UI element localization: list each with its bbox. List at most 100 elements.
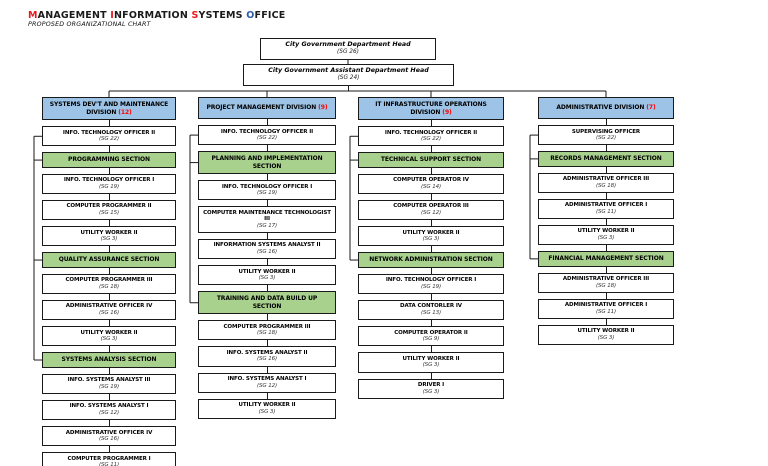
salary-grade: (SG 16) [98,436,120,443]
position-label: SUPERVISING OFFICER [571,128,641,135]
position-box: UTILITY WORKER II(SG 3) [538,218,674,246]
salary-grade: (SG 15) [98,210,120,217]
position-box: UTILITY WORKER II (SG 3) [358,346,504,373]
position-label: INFO. TECHNOLOGY OFFICER II [384,129,478,136]
position-label: COMPUTER OPERATOR IV [393,177,469,184]
assistant-department-head-sg: (SG 24) [337,74,360,81]
salary-grade: (SG 19) [98,383,120,390]
division-headcount: (7) [646,104,656,112]
salary-grade: (SG 18) [256,330,278,337]
section-header-box: PLANNING AND IMPLEMENTATION SECTION [198,145,336,174]
section-header-box: QUALITY ASSURANCE SECTION [42,246,176,268]
division-column: PROJECT MANAGEMENT DIVISION (9) INFO. TEC… [198,97,336,419]
position-box: COMPUTER PROGRAMMER II (SG 15) [42,193,176,221]
title-segment: FFICE [254,10,286,21]
position-box: UTILITY WORKER II (SG 3) [42,320,176,347]
position-label: COMPUTER OPERATOR III [393,203,469,210]
position-label: UTILITY WORKER II [577,228,635,235]
department-head-label: City Government Department Head [285,41,411,48]
position-box: INFO. SYSTEMS ANALYST I(SG 12) [198,366,336,393]
salary-grade: (SG 22) [256,135,278,142]
division-label: PROJECT MANAGEMENT DIVISION (9) [206,104,328,112]
section-label: TECHNICAL SUPPORT SECTION [380,156,482,164]
position-box: ADMINISTRATIVE OFFICER IV(SG 16) [42,293,176,321]
position-box: ADMINISTRATIVE OFFICER III(SG 18) [538,166,674,193]
salary-grade: (SG 3) [422,388,440,395]
position-label: ADMINISTRATIVE OFFICER IV [65,429,153,436]
salary-grade: (SG 12) [420,210,442,217]
division-headcount: (9) [442,108,452,116]
position-label: DRIVER I [417,382,445,388]
position-label: COMPUTER PROGRAMMER II [66,203,152,210]
page-title: MANAGEMENT INFORMATION SYSTEMS OFFICE [28,10,286,21]
division-headcount: (12) [118,108,132,116]
section-label: NETWORK ADMINISTRATION SECTION [369,256,493,264]
position-label: ADMINISTRATIVE OFFICER I [564,302,648,309]
salary-grade: (SG 14) [420,183,442,190]
position-box: ADMINISTRATIVE OFFICER III(SG 18) [538,266,674,293]
position-box: UTILITY WORKER II (SG 3) [358,220,504,247]
division-column: IT INFRASTRUCTURE OPERATIONS DIVISION (9… [358,97,504,399]
position-box: INFO. TECHNOLOGY OFFICER II (SG 22) [42,120,176,147]
position-label: DATA CONTORLER IV [400,303,462,310]
position-box: INFO. TECHNOLOGY OFFICER II (SG 22) [358,120,504,147]
position-box: COMPUTER OPERATOR IV (SG 14) [358,167,504,194]
section-header-box: PROGRAMMING SECTION [42,146,176,168]
salary-grade: (SG 3) [422,362,440,369]
position-label: UTILITY WORKER II [238,402,296,409]
section-header-box: TRAINING AND DATA BUILD UP SECTION [198,285,336,315]
division-column: SYSTEMS DEV'T AND MAINTENANCE DIVISION (… [42,97,176,466]
position-label: UTILITY WORKER II [238,268,296,275]
division-label: ADMINISTRATIVE DIVISION (7) [556,104,656,112]
salary-grade: (SG 19) [98,183,120,190]
salary-grade: (SG 17) [256,222,278,229]
title-segment: I [110,10,115,21]
salary-grade: (SG 3) [258,275,276,282]
position-box: ADMINISTRATIVE OFFICER I(SG 11) [538,292,674,319]
title-segment: YSTEMS [198,10,247,21]
salary-grade: (SG 19) [420,283,442,290]
salary-grade: (SG 16) [98,310,120,317]
salary-grade: (SG 22) [98,136,120,143]
division-label: IT INFRASTRUCTURE OPERATIONS DIVISION (9… [375,101,487,116]
position-label: INFO. TECHNOLOGY OFFICER I [63,177,155,184]
section-label: PROGRAMMING SECTION [68,156,150,164]
position-box: ADMINISTRATIVE OFFICER I(SG 11) [538,192,674,219]
division-label: SYSTEMS DEV'T AND MAINTENANCE DIVISION (… [49,101,169,116]
position-label: INFO. TECHNOLOGY OFFICER I [221,183,313,190]
position-box: INFO. SYSTEMS ANALYST I (SG 12) [42,393,176,421]
section-label: PLANNING AND IMPLEMENTATION SECTION [211,155,323,170]
section-label: TRAINING AND DATA BUILD UP SECTION [216,295,318,310]
salary-grade: (SG 18) [98,283,120,290]
section-label: FINANCIAL MANAGEMENT SECTION [548,255,664,263]
position-box: UTILITY WORKER II (SG 3) [198,392,336,419]
section-header-box: TECHNICAL SUPPORT SECTION [358,146,504,168]
section-label: SYSTEMS ANALYSIS SECTION [61,356,157,364]
position-box: COMPUTER OPERATOR III (SG 12) [358,193,504,221]
position-label: COMPUTER PROGRAMMER I [67,455,151,462]
position-box: INFO. SYSTEMS ANALYST III (SG 19) [42,367,176,394]
position-label: INFO. TECHNOLOGY OFFICER II [62,129,156,136]
position-label: COMPUTER PROGRAMMER III [65,277,153,284]
position-label: INFO. SYSTEMS ANALYST II [226,349,308,356]
position-box: COMPUTER PROGRAMMER I (SG 11) [42,446,176,466]
assistant-department-head-label: City Government Assistant Department Hea… [268,67,429,74]
position-box: INFO. TECHNOLOGY OFFICER II (SG 22) [198,118,336,146]
position-box: COMPUTER OPERATOR II (SG 9) [358,320,504,347]
position-label: ADMINISTRATIVE OFFICER IV [65,303,153,310]
position-box: COMPUTER PROGRAMMER III (SG 18) [42,267,176,294]
title-segment: ANAGEMENT [37,10,111,21]
position-label: INFO. SYSTEMS ANALYST I [227,376,307,383]
position-label: UTILITY WORKER II [402,355,460,362]
salary-grade: (SG 12) [98,410,120,416]
department-head-sg: (SG 26) [337,48,359,55]
position-box: COMPUTER MAINTENANCE TECHNOLOGIST III (S… [198,200,336,233]
salary-grade: (SG 11) [595,308,617,315]
position-box: DATA CONTORLER IV (SG 13) [358,293,504,321]
position-box: ADMINISTRATIVE OFFICER IV (SG 16) [42,420,176,447]
position-label: INFORMATION SYSTEMS ANALYST II [213,242,321,249]
title-segment: S [191,10,199,21]
position-label: UTILITY WORKER II [577,328,635,335]
position-label: INFO. TECHNOLOGY OFFICER I [385,277,477,284]
